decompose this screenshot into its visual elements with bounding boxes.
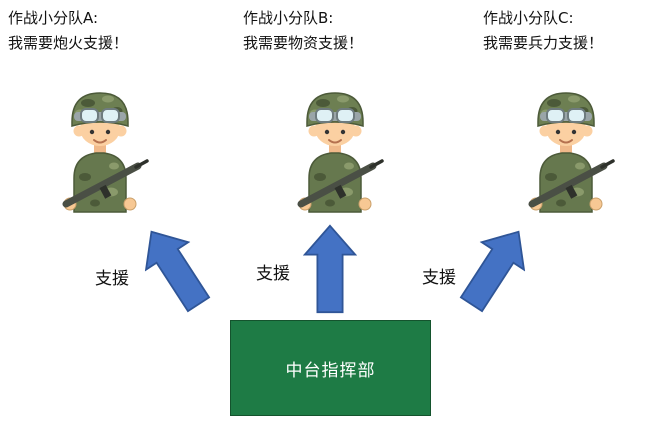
support-label-left: 支援 <box>95 269 129 289</box>
squad-c-name: 作战小分队C: <box>483 9 574 27</box>
squad-a-caption: 作战小分队A: 我需要炮火支援！ <box>8 6 128 56</box>
support-arrow-center-icon <box>303 224 357 314</box>
squad-c-message: 我需要兵力支援！ <box>483 33 604 52</box>
command-center-box: 中台指挥部 <box>230 320 431 416</box>
squad-b-message: 我需要物资支援！ <box>243 33 364 52</box>
soldier-icon-a <box>50 82 150 214</box>
support-label-right: 支援 <box>422 268 456 288</box>
squad-c-caption: 作战小分队C: 我需要兵力支援！ <box>483 6 603 56</box>
squad-a-message: 我需要炮火支援！ <box>8 33 129 52</box>
soldier-icon-b <box>285 82 385 214</box>
command-center-label: 中台指挥部 <box>285 360 376 381</box>
support-arrow-right-icon <box>459 230 526 313</box>
squad-b-name: 作战小分队B: <box>243 9 334 27</box>
squad-b-caption: 作战小分队B: 我需要物资支援！ <box>243 6 363 56</box>
support-label-center: 支援 <box>256 264 290 284</box>
soldier-icon-c <box>516 82 616 214</box>
squad-a-name: 作战小分队A: <box>8 9 99 27</box>
support-arrow-left-icon <box>144 230 211 313</box>
